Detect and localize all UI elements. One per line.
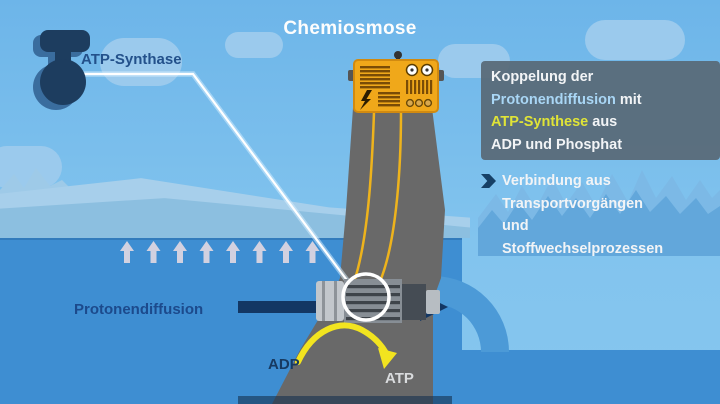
cloud — [100, 38, 182, 86]
water-outflow-arc — [433, 276, 509, 352]
info-line-3: ATP-Synthese aus — [491, 111, 714, 134]
turbine-assembly — [238, 272, 448, 323]
info-line-3-highlight: ATP-Synthese — [491, 114, 589, 130]
info-line-1: Koppelung der — [491, 69, 594, 85]
info-line-3-rest: aus — [588, 114, 618, 130]
power-cables — [352, 111, 403, 289]
bullet-note: Verbindung aus Transportvorgängen und St… — [481, 170, 720, 260]
chevron-right-icon — [481, 174, 496, 188]
cloud — [225, 32, 283, 58]
turbine-highlight-circle — [341, 272, 391, 322]
outflow-water — [425, 350, 720, 404]
dam — [272, 108, 445, 404]
note-line-3: und — [502, 218, 529, 234]
atp-label: ATP — [385, 370, 414, 387]
callout-line — [70, 71, 355, 289]
info-line-2-rest: mit — [615, 91, 642, 108]
lightning-bolt-icon — [360, 90, 372, 110]
atp-synthase-icon — [33, 30, 90, 110]
adp-label: ADP — [268, 356, 300, 373]
protonendiffusion-label: Protonendiffusion — [74, 301, 204, 318]
note-line-2: Transportvorgängen — [502, 195, 643, 212]
adp-atp-arrow — [295, 322, 397, 369]
info-panel: Koppelung der Protonendiffusion mit ATP-… — [481, 61, 720, 160]
proton-up-arrows — [120, 241, 320, 263]
info-line-2: Protonendiffusion mit — [491, 89, 714, 112]
info-line-4: ADP und Phosphat — [491, 136, 623, 153]
generator-icon — [348, 51, 444, 113]
note-line-1: Verbindung aus — [502, 173, 611, 189]
page-title: Chemiosmose — [283, 18, 417, 39]
info-line-2-highlight: Protonendiffusion — [491, 91, 616, 108]
treeline — [478, 170, 720, 256]
dam-foundation-bar — [238, 396, 452, 404]
atp-synthase-label: ATP-Synthase — [81, 51, 182, 68]
note-line-4: Stoffwechselprozessen — [502, 240, 664, 257]
cloud — [585, 20, 685, 60]
